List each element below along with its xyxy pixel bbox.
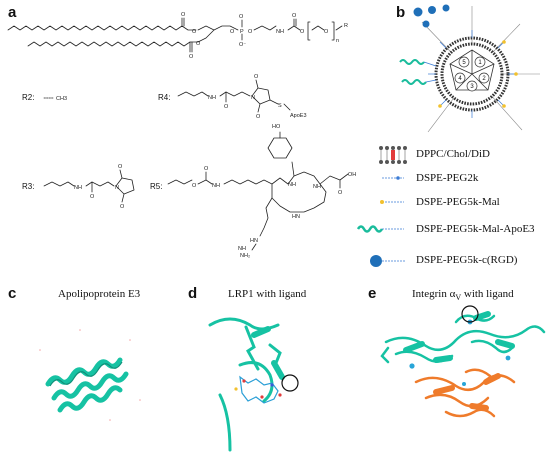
ho-label: HO xyxy=(272,124,281,130)
liposome-diagram: 1 2 3 4 5 xyxy=(399,4,540,133)
domain-2: 2 xyxy=(482,76,486,82)
ligand-site-highlight xyxy=(461,305,479,323)
bilayer-icon xyxy=(379,146,407,164)
r5-rgd-structure: O O NH NH NH HN HO OH O HN NH NH₂ xyxy=(167,124,356,259)
r4-label: R4: xyxy=(158,93,171,102)
rgd-spheres xyxy=(413,4,450,28)
svg-text:NH: NH xyxy=(276,29,284,35)
svg-text:NH: NH xyxy=(212,183,220,189)
r2-methyl-text: CH3 xyxy=(56,96,67,102)
r2-label: R2: xyxy=(22,93,35,102)
svg-text:O: O xyxy=(256,114,261,120)
svg-text:O: O xyxy=(181,12,186,18)
svg-text:NH: NH xyxy=(238,246,246,252)
svg-text:O: O xyxy=(189,54,194,60)
domain-4: 4 xyxy=(458,76,462,82)
svg-text:S: S xyxy=(278,103,282,109)
peg-mal-icon xyxy=(380,200,404,204)
svg-text:HN: HN xyxy=(250,238,258,244)
svg-text:O: O xyxy=(196,41,201,47)
svg-text:O: O xyxy=(248,29,253,35)
svg-text:O: O xyxy=(338,190,343,196)
svg-text:O⁻: O⁻ xyxy=(239,42,246,48)
integrin-structure xyxy=(380,305,546,418)
legend-dppc: DPPC/Chol/DiD xyxy=(416,148,490,160)
svg-text:NH: NH xyxy=(74,185,82,191)
svg-text:O: O xyxy=(120,204,125,210)
legend-peg5k-rgd: DSPE-PEG5k-c(RGD) xyxy=(416,254,518,266)
svg-text:O: O xyxy=(292,13,297,19)
chemical-structure-main: O O O P O O⁻ O NH O O O n R O O xyxy=(7,12,348,60)
svg-text:n: n xyxy=(336,38,339,44)
legend-peg5k-apoe3: DSPE-PEG5k-Mal-ApoE3 xyxy=(416,223,535,235)
panel-letter-d: d xyxy=(188,285,198,302)
panel-e-title: Integrin αV with ligand xyxy=(412,288,514,303)
r3-label: R3: xyxy=(22,182,35,191)
svg-text:P: P xyxy=(240,29,244,35)
svg-text:NH: NH xyxy=(288,182,296,188)
svg-text:NH: NH xyxy=(313,184,321,190)
svg-text:R: R xyxy=(344,23,348,29)
panel-letter-e: e xyxy=(368,285,377,302)
r3-structure: NH O N O O xyxy=(43,164,135,210)
r5-label: R5: xyxy=(150,182,163,191)
svg-text:O: O xyxy=(118,164,123,170)
domain-5: 5 xyxy=(462,60,466,66)
legend-peg5k-mal: DSPE-PEG5k-Mal xyxy=(416,196,500,208)
panel-letter-b: b xyxy=(396,4,406,21)
svg-text:OH: OH xyxy=(348,172,356,178)
panel-letter-c: c xyxy=(8,285,17,302)
svg-text:O: O xyxy=(254,74,259,80)
svg-text:O: O xyxy=(324,29,329,35)
peg-short-icon xyxy=(382,176,404,180)
svg-text:O: O xyxy=(300,29,305,35)
svg-text:NH₂: NH₂ xyxy=(240,253,250,259)
domain-1: 1 xyxy=(478,60,482,66)
svg-text:O: O xyxy=(224,104,229,110)
apoe3-structure xyxy=(39,329,141,421)
r2-methyl: CH3 xyxy=(43,96,67,102)
apoe3-tag: ApoE3 xyxy=(290,113,307,119)
panel-c-title: Apolipoprotein E3 xyxy=(58,288,141,300)
svg-text:O: O xyxy=(204,166,209,172)
svg-text:HN: HN xyxy=(292,214,300,220)
r4-structure: NH O N O O S ApoE3 xyxy=(177,74,307,120)
svg-text:O: O xyxy=(239,14,244,20)
binding-site-highlight xyxy=(281,374,299,392)
svg-text:O: O xyxy=(192,183,197,189)
panel-letter-a: a xyxy=(8,4,17,21)
apoe3-helices xyxy=(399,59,427,85)
svg-text:O: O xyxy=(90,194,95,200)
panel-d-title: LRP1 with ligand xyxy=(228,288,307,300)
svg-text:N: N xyxy=(115,185,119,191)
peg-rgd-icon xyxy=(370,255,406,267)
domain-3: 3 xyxy=(470,84,474,90)
legend-peg2k: DSPE-PEG2k xyxy=(416,172,479,184)
svg-text:O: O xyxy=(192,29,197,35)
peg-apoe3-icon xyxy=(356,225,404,233)
svg-text:O: O xyxy=(230,29,235,35)
lrp1-structure xyxy=(208,317,299,452)
svg-text:NH: NH xyxy=(208,95,216,101)
svg-text:N: N xyxy=(251,95,255,101)
